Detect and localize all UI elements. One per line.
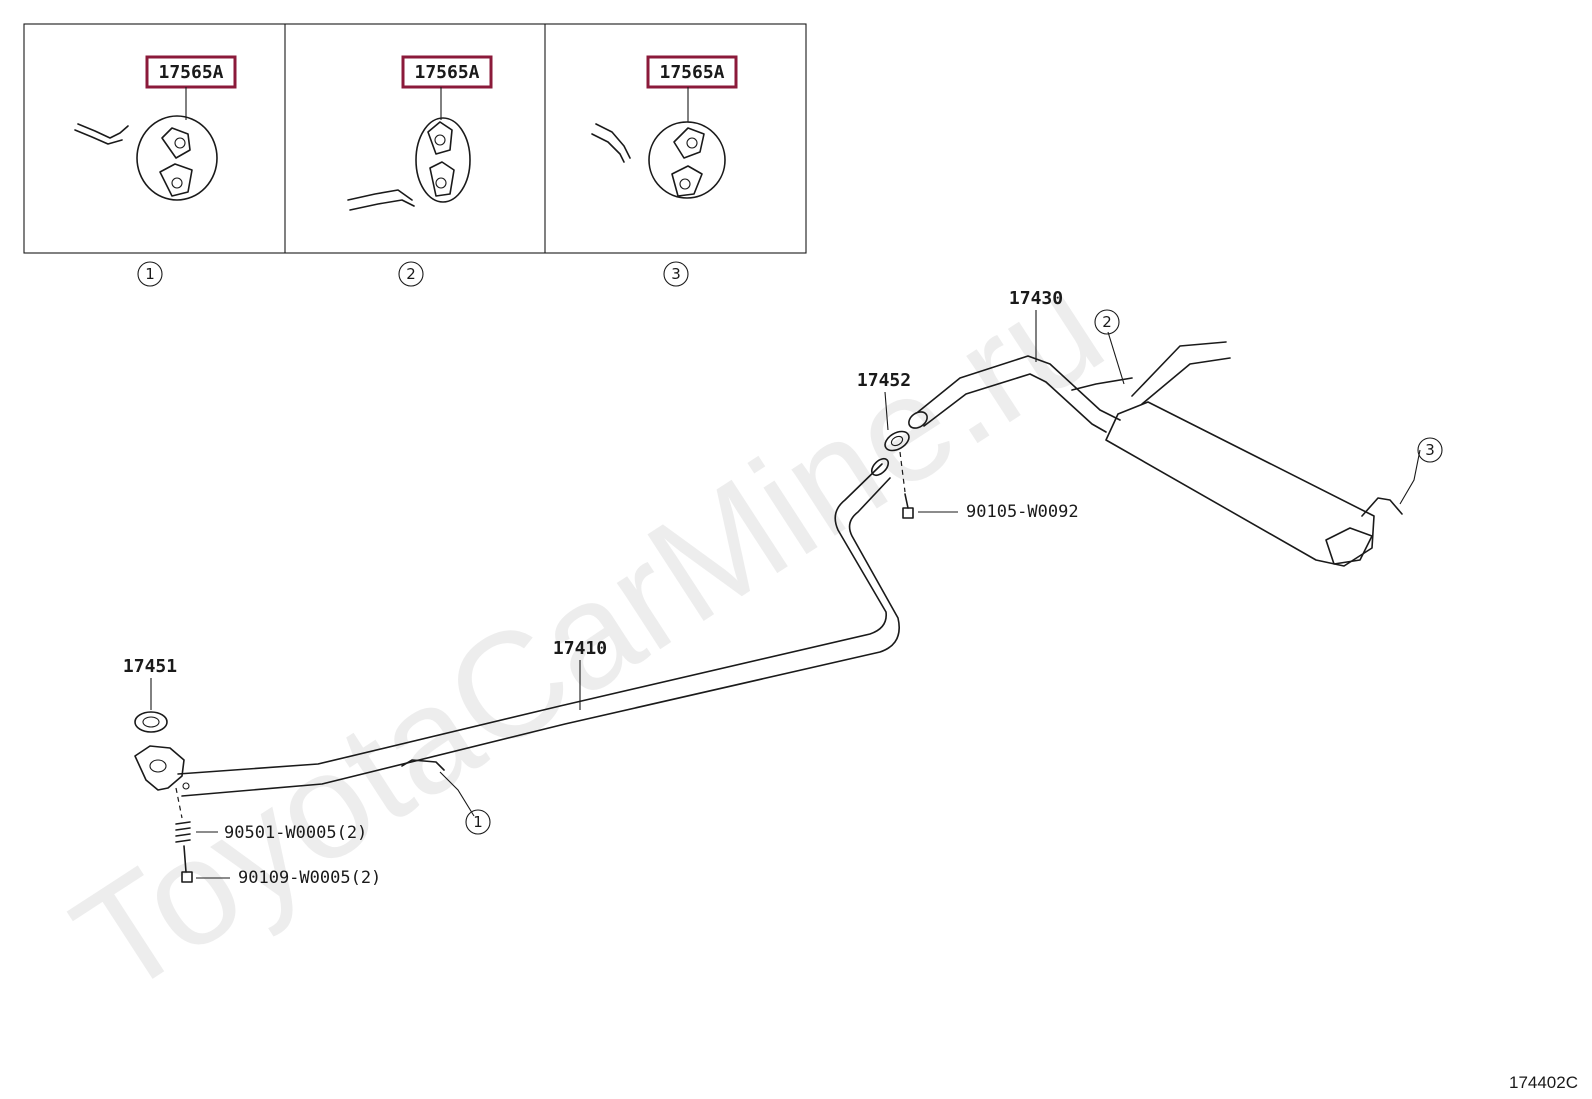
hanger-rubber-icon bbox=[591, 121, 726, 199]
label-90105-W0092[interactable]: 90105-W0092 bbox=[966, 502, 1079, 522]
panel-index: 1 bbox=[145, 265, 155, 283]
gasket-rear bbox=[884, 430, 914, 519]
detail-panel-1: 17565A 1 bbox=[74, 55, 237, 287]
part-number-label[interactable]: 17565A bbox=[158, 62, 223, 83]
part-highlight-box[interactable] bbox=[401, 55, 493, 89]
part-highlight-box[interactable] bbox=[646, 55, 738, 89]
panel-index: 2 bbox=[406, 265, 416, 283]
watermark: ToyotaCarMine.ru bbox=[46, 241, 1130, 1027]
callout-2[interactable]: 2 bbox=[1094, 309, 1120, 335]
label-90109-W0005[interactable]: 90109-W0005(2) bbox=[238, 868, 381, 888]
label-90501-W0005[interactable]: 90501-W0005(2) bbox=[224, 823, 367, 843]
callout-1[interactable]: 1 bbox=[465, 809, 491, 835]
svg-text:2: 2 bbox=[1102, 313, 1112, 331]
diagram-id: 174402C bbox=[1509, 1073, 1578, 1092]
label-17451[interactable]: 17451 bbox=[123, 656, 177, 677]
front-fasteners bbox=[175, 787, 193, 883]
exhaust-assembly: 17430 17452 90105-W0092 17410 17451 9050… bbox=[123, 288, 1443, 888]
label-17430[interactable]: 17430 bbox=[1009, 288, 1063, 309]
label-17410[interactable]: 17410 bbox=[553, 638, 607, 659]
part-number-label[interactable]: 17565A bbox=[414, 62, 479, 83]
tailpipe-muffler bbox=[908, 341, 1403, 567]
detail-panel-3: 17565A 3 bbox=[591, 55, 738, 287]
callout-3[interactable]: 3 bbox=[1417, 437, 1443, 463]
gasket-front bbox=[134, 711, 168, 733]
part-highlight-box[interactable] bbox=[145, 55, 237, 89]
hanger-rubber-icon bbox=[347, 117, 471, 211]
detail-panels: 17565A 1 17565A bbox=[23, 23, 807, 287]
front-pipe bbox=[134, 457, 900, 797]
leader-lines bbox=[150, 310, 1421, 879]
part-number-label[interactable]: 17565A bbox=[659, 62, 724, 83]
panel-index: 3 bbox=[671, 265, 681, 283]
svg-text:1: 1 bbox=[473, 813, 483, 831]
label-17452[interactable]: 17452 bbox=[857, 370, 911, 391]
hanger-rubber-icon bbox=[74, 115, 218, 201]
detail-panel-2: 17565A 2 bbox=[347, 55, 493, 287]
svg-text:3: 3 bbox=[1425, 441, 1435, 459]
